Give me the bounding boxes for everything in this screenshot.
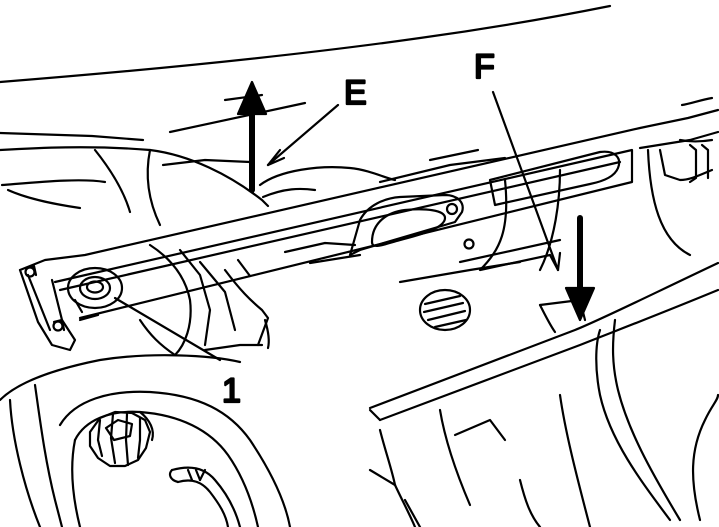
vent-grille [418, 288, 472, 332]
slot-plate [283, 193, 475, 265]
callout-1: 1 [222, 372, 241, 410]
arrow-up-e [236, 80, 268, 193]
reservoir-hose [168, 466, 242, 527]
right-body [378, 96, 719, 284]
callout-e: E [344, 74, 367, 112]
arrow-down-f [564, 215, 596, 322]
leader-line-1 [113, 296, 222, 362]
cowl-panel [0, 146, 397, 227]
windshield-lines [0, 4, 612, 142]
engine-bay-left [0, 243, 270, 527]
leader-line-e [266, 103, 340, 167]
leader-line-f [491, 90, 562, 272]
reservoir-cap [88, 410, 152, 468]
reservoir [58, 390, 292, 527]
callout-f: F [474, 48, 495, 86]
pivot-nut [66, 266, 124, 310]
